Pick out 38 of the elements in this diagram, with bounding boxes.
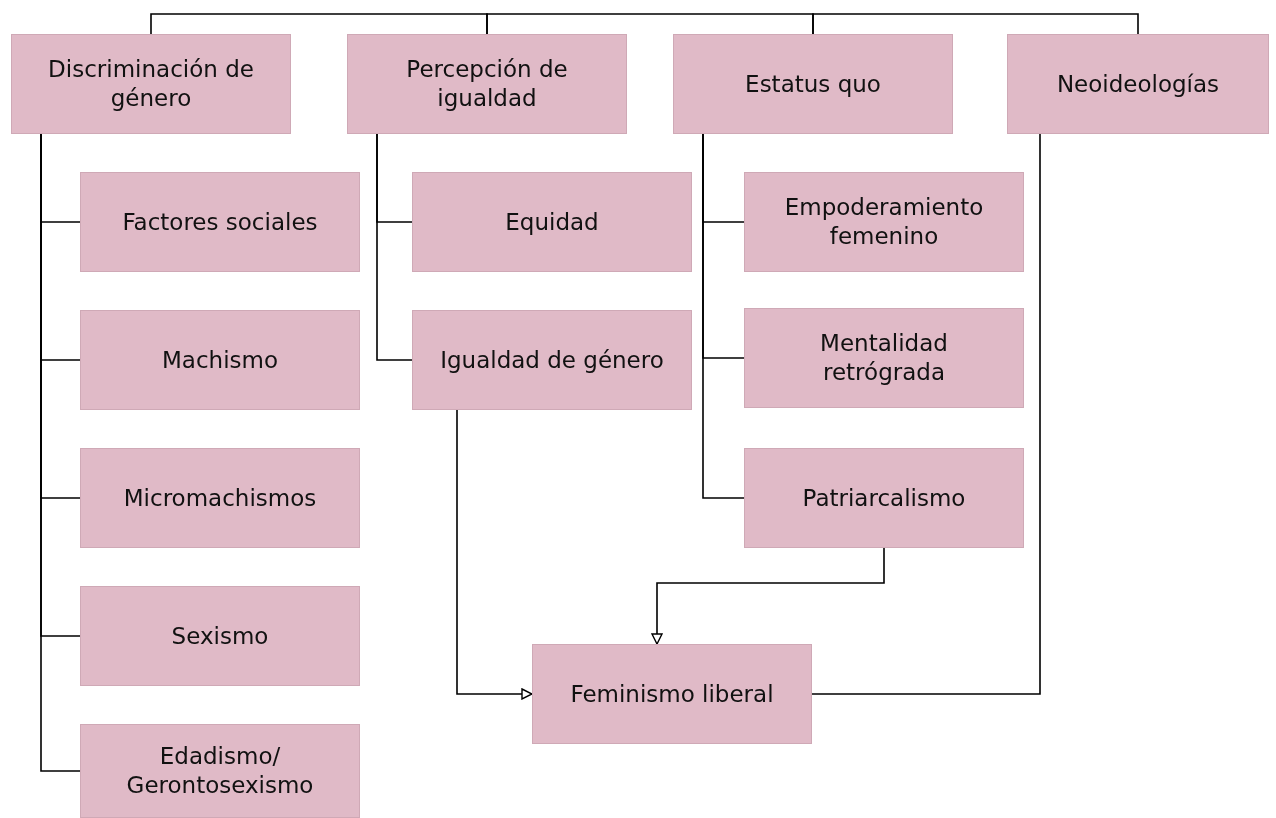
concept-label: Empoderamiento femenino — [783, 193, 985, 251]
concept-box — [532, 644, 812, 744]
concept-label: Machismo — [162, 345, 278, 375]
concept-label: Sexismo — [171, 621, 269, 651]
connector-line — [376, 133, 413, 361]
concept-label: Neoideologías — [1056, 69, 1220, 99]
connector-line — [486, 13, 814, 35]
concept-box — [11, 34, 291, 134]
concept-label: Percepción de igualdad — [405, 55, 569, 113]
concept-label: Mentalidad retrógrada — [819, 329, 949, 387]
connector-line — [812, 13, 1139, 35]
concept-box — [412, 310, 692, 410]
concept-label: Factores sociales — [122, 207, 318, 237]
connector-line — [150, 13, 488, 35]
concept-box — [80, 172, 360, 272]
concept-box — [80, 310, 360, 410]
concept-label: Edadismo/ Gerontosexismo — [125, 742, 315, 800]
concept-label: Feminismo liberal — [570, 679, 774, 709]
concept-label: Micromachismos — [123, 483, 317, 513]
concept-label: Estatus quo — [745, 69, 881, 99]
concept-box — [80, 724, 360, 818]
concept-box — [412, 172, 692, 272]
concept-label: Discriminación de género — [47, 55, 255, 113]
connector-line — [811, 133, 1041, 695]
arrow — [456, 409, 533, 700]
concept-box — [744, 448, 1024, 548]
concept-box — [1007, 34, 1269, 134]
concept-label: Igualdad de género — [440, 345, 664, 375]
concept-box — [80, 586, 360, 686]
concept-box — [744, 172, 1024, 272]
connector-line — [702, 133, 745, 499]
concept-box — [80, 448, 360, 548]
arrow — [651, 547, 885, 645]
concept-box — [744, 308, 1024, 408]
concept-box — [347, 34, 627, 134]
concept-box — [673, 34, 953, 134]
concept-label: Patriarcalismo — [802, 483, 966, 513]
concept-label: Equidad — [505, 207, 599, 237]
